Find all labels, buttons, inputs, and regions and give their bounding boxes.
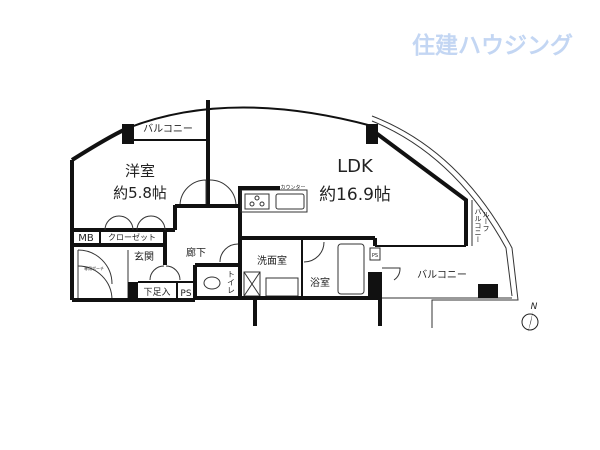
closet-doors bbox=[104, 215, 166, 231]
toilet-door bbox=[219, 243, 239, 263]
washer-pan-cross bbox=[243, 271, 261, 297]
toilet-icon bbox=[203, 276, 221, 290]
western-room-size: 約5.8帖 bbox=[113, 184, 167, 202]
bath-door bbox=[303, 241, 325, 263]
company-logo: 住建ハウジング bbox=[412, 33, 573, 59]
compass-north-label: N bbox=[531, 302, 538, 312]
ldk-label: LDK bbox=[337, 156, 374, 177]
burner-icon bbox=[254, 195, 260, 201]
ps-box bbox=[369, 247, 381, 261]
ps-right-label: PS bbox=[372, 253, 378, 259]
burner-icon bbox=[259, 201, 265, 207]
roof-balcony-inner-line bbox=[371, 120, 513, 297]
washroom-label: 洗面室 bbox=[257, 254, 287, 267]
pillar bbox=[128, 282, 138, 300]
entrance-label: 玄関 bbox=[134, 250, 154, 263]
outer-window-arc bbox=[127, 106, 373, 129]
shoe-storage-label: 下足入 bbox=[143, 287, 170, 298]
ps-left-label: PS bbox=[180, 289, 191, 299]
stove-icon bbox=[244, 193, 270, 210]
mb-label: MB bbox=[78, 233, 94, 244]
balcony-label: バルコニー bbox=[417, 269, 467, 281]
porch-doors bbox=[77, 249, 113, 301]
pillar bbox=[368, 272, 382, 298]
burner-icon bbox=[249, 201, 255, 207]
counter-label: カウンター bbox=[280, 184, 305, 191]
outer-wall-right bbox=[370, 128, 468, 246]
compass-icon bbox=[521, 311, 539, 332]
ldk-size: 約16.9帖 bbox=[319, 185, 391, 205]
balcony-small-label: バルコニー bbox=[143, 123, 193, 135]
toilet-label: トイレ bbox=[227, 270, 236, 294]
roof-balcony-outline bbox=[371, 115, 519, 328]
sink-icon bbox=[275, 193, 305, 210]
entrance-door bbox=[149, 265, 181, 281]
closet-label: クローゼット bbox=[108, 232, 156, 242]
corridor-label: 廊下 bbox=[186, 246, 206, 259]
porch-label: 専用ポーチ bbox=[84, 265, 104, 271]
double-door bbox=[179, 179, 237, 206]
bathroom-label: 浴室 bbox=[310, 276, 330, 289]
pillar bbox=[478, 284, 498, 298]
bathtub-icon bbox=[337, 243, 365, 295]
balcony-door bbox=[382, 267, 401, 281]
western-room-label: 洋室 bbox=[125, 162, 155, 180]
outer-wall bbox=[70, 126, 129, 162]
wash-basin-icon bbox=[265, 277, 299, 297]
roof-balcony-label-a: ルーフ bbox=[482, 211, 490, 232]
roof-balcony-label-b: バルコニー bbox=[474, 208, 482, 243]
pillar bbox=[366, 124, 378, 144]
